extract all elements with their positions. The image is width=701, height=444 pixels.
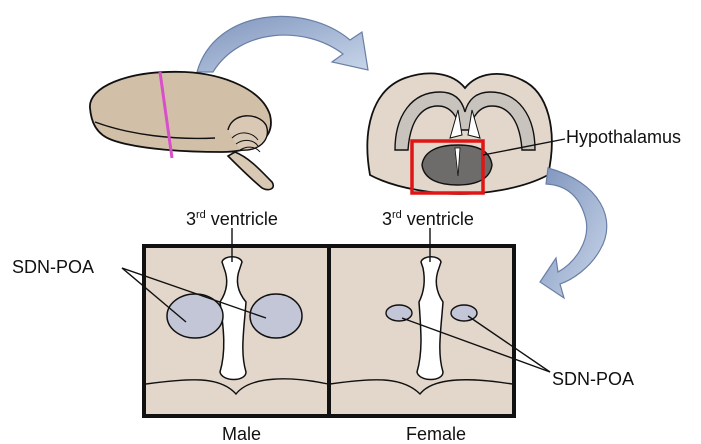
ventricle-superscript: rd — [196, 209, 206, 221]
sagittal-brain — [90, 72, 273, 190]
sdn-poa-label-left: SDN-POA — [12, 258, 94, 276]
sdn-poa-nucleus — [386, 305, 412, 321]
ventricle-superscript: rd — [392, 209, 402, 221]
hypothalamus-label: Hypothalamus — [566, 128, 681, 146]
curved-arrow-down-left-icon — [540, 168, 607, 298]
sdn-poa-nucleus — [451, 305, 477, 321]
female-label: Female — [406, 425, 466, 443]
male-label: Male — [222, 425, 261, 443]
third-ventricle-label-male: 3rd ventricle — [186, 210, 278, 228]
ventricle-text: ventricle — [402, 209, 474, 229]
curved-arrow-right-icon — [197, 16, 368, 72]
coronal-section — [367, 73, 565, 194]
sdn-poa-nucleus — [250, 294, 302, 338]
ventricle-number: 3 — [186, 209, 196, 229]
ventricle-text: ventricle — [206, 209, 278, 229]
male-panel — [122, 228, 328, 414]
female-panel — [330, 228, 550, 414]
ventricle-number: 3 — [382, 209, 392, 229]
third-ventricle-label-female: 3rd ventricle — [382, 210, 474, 228]
sdn-poa-label-right: SDN-POA — [552, 370, 634, 388]
